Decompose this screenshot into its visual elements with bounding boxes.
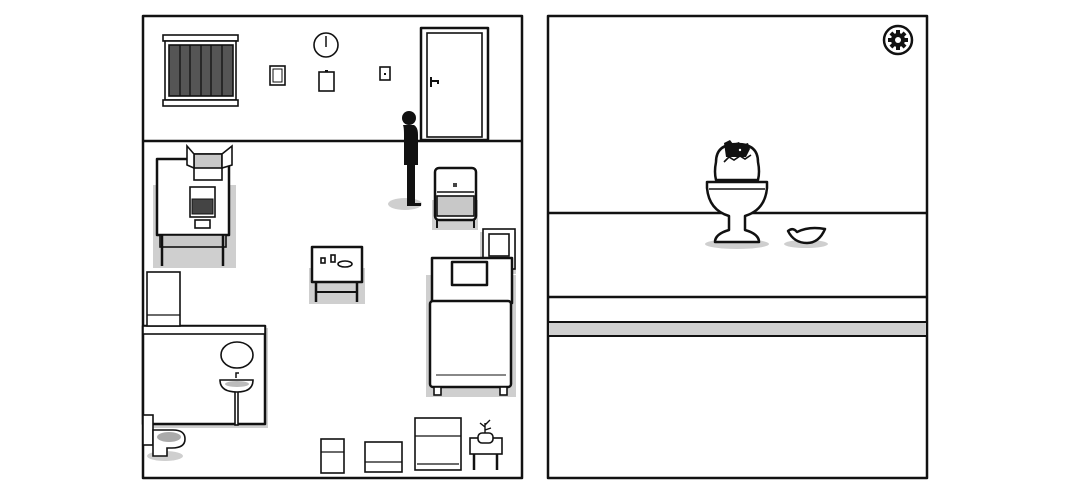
chick[interactable]	[724, 140, 750, 157]
toilet[interactable]	[142, 414, 186, 461]
settings-button[interactable]	[882, 24, 914, 56]
pillow[interactable]	[450, 260, 489, 287]
egg-cup[interactable]	[705, 180, 769, 244]
sink[interactable]	[219, 372, 254, 426]
nightstand[interactable]	[432, 166, 478, 230]
cup-icon[interactable]	[320, 257, 326, 264]
mirror[interactable]	[220, 341, 254, 369]
potted-plant[interactable]	[469, 419, 503, 470]
door[interactable]	[419, 26, 490, 142]
bottom-furniture	[320, 417, 503, 474]
door-handle-icon[interactable]	[430, 77, 439, 87]
room-panel	[141, 14, 524, 480]
glass-icon[interactable]	[330, 254, 336, 263]
window[interactable]	[162, 34, 239, 107]
clipboard[interactable]	[318, 70, 335, 92]
trash-bin[interactable]	[320, 438, 345, 474]
egg-shell-piece[interactable]	[784, 226, 828, 248]
egg-cup-with-hatching-chick[interactable]	[705, 140, 769, 249]
clock-icon[interactable]	[313, 32, 339, 58]
blanket[interactable]	[428, 299, 513, 389]
light-switch[interactable]	[379, 66, 391, 81]
player-character	[388, 111, 422, 210]
plate-icon[interactable]	[337, 260, 353, 268]
small-table[interactable]	[309, 245, 365, 304]
close-up-panel	[546, 14, 929, 480]
dresser[interactable]	[414, 417, 462, 471]
bathroom-cabinet[interactable]	[146, 271, 181, 327]
low-box[interactable]	[364, 441, 403, 473]
gear-icon[interactable]	[882, 24, 914, 56]
picture-frame[interactable]	[269, 65, 286, 86]
kitchen-counter[interactable]	[153, 143, 236, 268]
bathroom	[141, 271, 268, 461]
microwave[interactable]	[189, 186, 216, 229]
bed[interactable]	[426, 256, 516, 397]
cardboard-box[interactable]	[186, 143, 233, 181]
